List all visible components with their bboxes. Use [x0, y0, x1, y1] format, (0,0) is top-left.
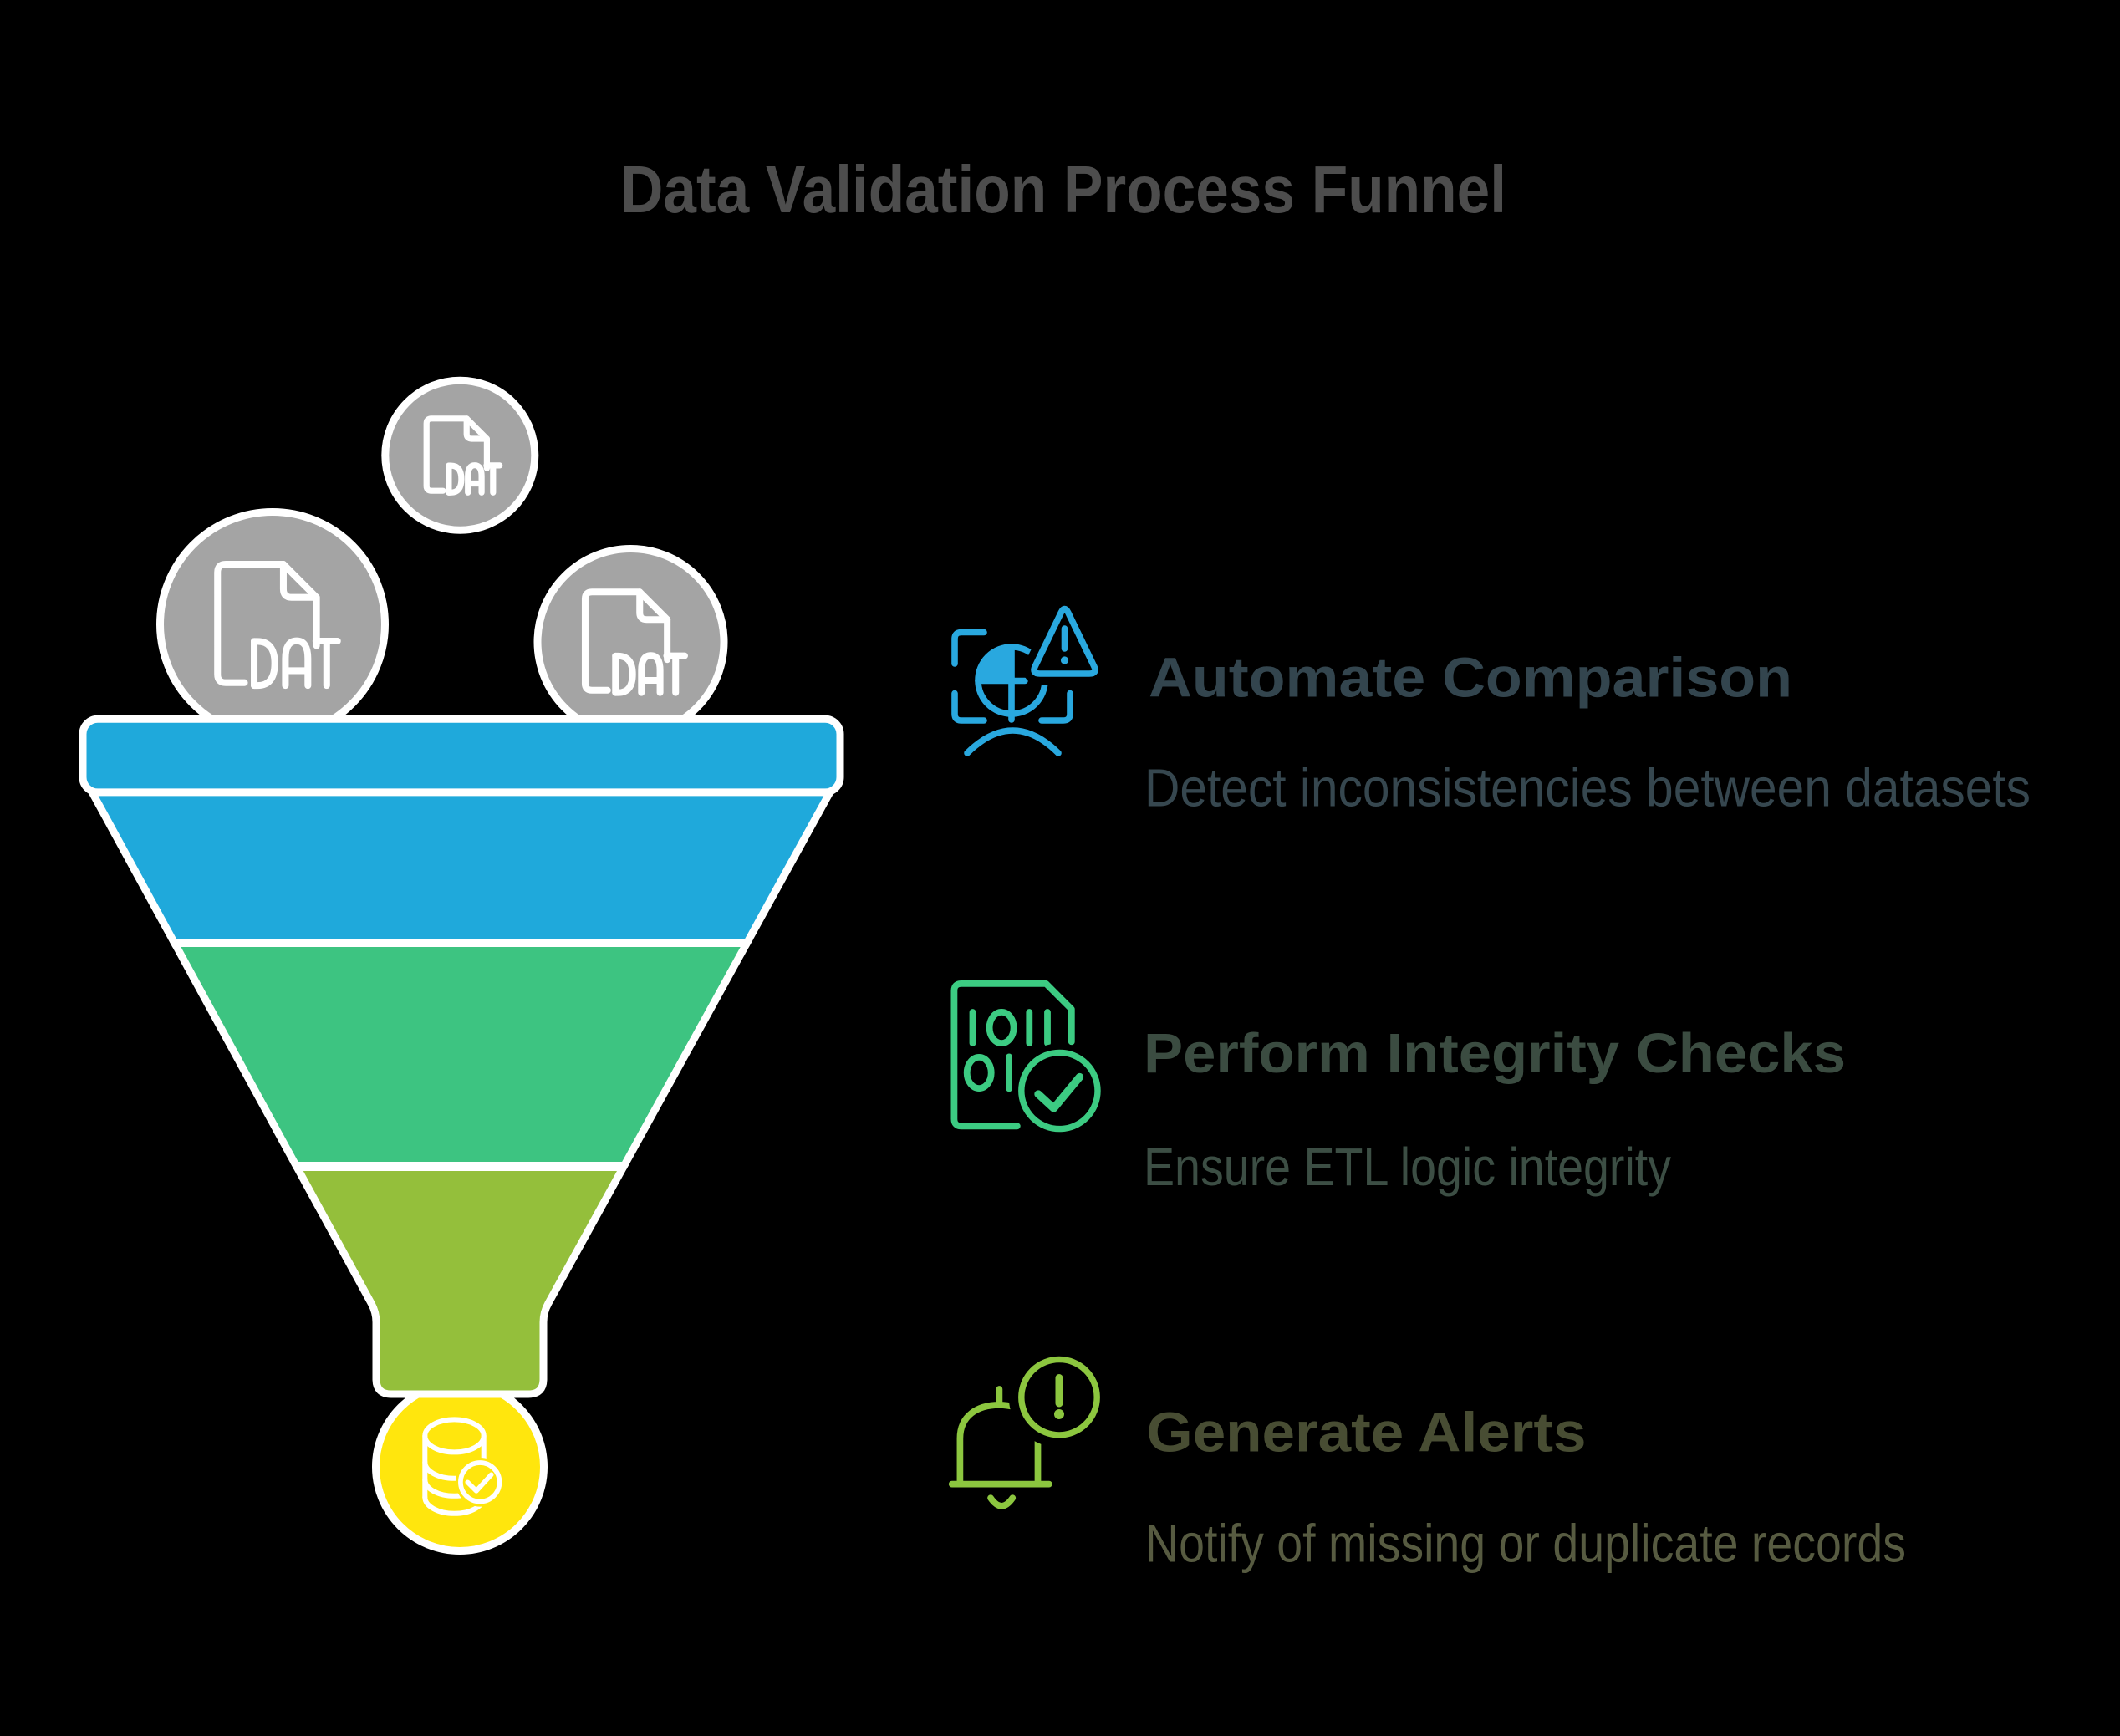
svg-text:Detect inconsistencies between: Detect inconsistencies between datasets	[1144, 758, 2031, 818]
svg-text:Data Validation Process Funnel: Data Validation Process Funnel	[620, 152, 1506, 227]
svg-text:Ensure ETL logic integrity: Ensure ETL logic integrity	[1144, 1137, 1671, 1197]
svg-text:Perform Integrity Checks: Perform Integrity Checks	[1144, 1022, 1846, 1085]
svg-text:Generate Alerts: Generate Alerts	[1147, 1401, 1587, 1464]
svg-text:Automate Comparison: Automate Comparison	[1149, 647, 1792, 710]
svg-text:Notify of missing or duplicate: Notify of missing or duplicate records	[1145, 1513, 1906, 1573]
